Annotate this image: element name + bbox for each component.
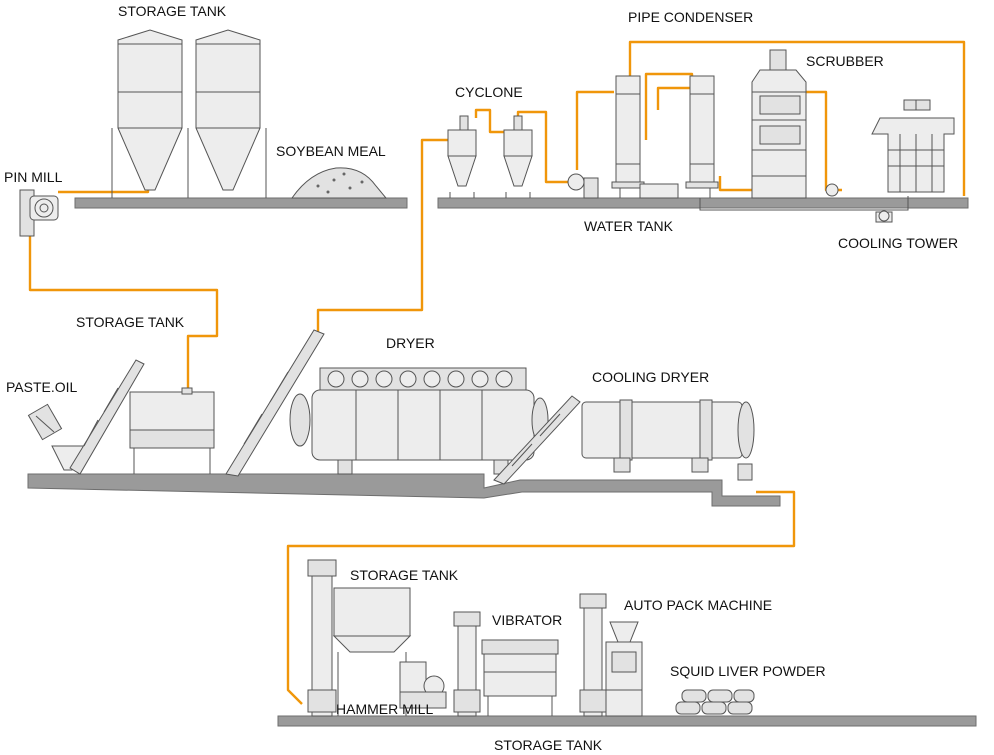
label-cyclone: CYCLONE — [455, 84, 523, 100]
middle-floor — [27, 473, 781, 507]
pipe-scrubber-to-tower — [806, 90, 842, 192]
cooling-tower-pump — [699, 196, 909, 223]
label-vibrator: VIBRATOR — [492, 612, 562, 628]
scrubber-pump — [825, 183, 839, 197]
label-cooling-dryer: COOLING DRYER — [592, 369, 709, 385]
storage-silos — [111, 29, 267, 198]
floor-platforms — [27, 197, 977, 727]
pipe-cooling-outlet — [286, 490, 796, 705]
label-pin-mill: PIN MILL — [4, 169, 63, 185]
label-auto-pack-machine: AUTO PACK MACHINE — [624, 597, 772, 613]
label-hammer-mill: HAMMER MILL — [336, 701, 433, 717]
label-water-tank: WATER TANK — [584, 218, 674, 234]
paste-oil-bag — [27, 403, 63, 441]
pipe-condenser-top-loop — [628, 40, 966, 196]
pipe-fan-to-condenser — [575, 90, 614, 170]
label-scrubber: SCRUBBER — [806, 53, 884, 69]
bucket-elevator-left — [307, 559, 337, 717]
pipe-to-scrubber — [718, 176, 752, 192]
auto-pack-machine — [605, 621, 643, 717]
top-right-floor — [437, 197, 969, 209]
pin-mill — [19, 189, 59, 237]
cyclones — [447, 115, 533, 198]
label-storage-tank-caption: STORAGE TANK — [494, 737, 603, 753]
storage-tank-bottom — [332, 587, 412, 716]
label-cooling-tower: COOLING TOWER — [838, 235, 958, 251]
label-storage-tank-middle: STORAGE TANK — [76, 314, 185, 330]
storage-tank-middle — [129, 387, 215, 474]
pipe-condenser-link — [644, 72, 694, 140]
pipe-cyclone-link — [474, 108, 506, 134]
screw-conveyor-cooling — [493, 395, 581, 485]
pipe-network — [28, 40, 966, 705]
soybean-meal-pile — [291, 167, 388, 199]
label-soybean-meal: SOYBEAN MEAL — [276, 143, 386, 159]
bucket-elevator-middle — [453, 611, 481, 717]
screw-conveyor-middle — [225, 329, 325, 477]
label-storage-tank-bottom: STORAGE TANK — [350, 567, 459, 583]
scrubber-tower — [751, 49, 807, 199]
blower-fan — [567, 173, 599, 199]
pipe-pinmill-to-silos — [58, 182, 150, 194]
label-pipe-condenser: PIPE CONDENSER — [628, 9, 753, 25]
vibrator-screen — [481, 639, 559, 716]
pipe-cyclone-to-fan — [516, 110, 572, 184]
cooling-tower — [871, 99, 955, 193]
cooling-dryer — [581, 399, 755, 481]
bottom-floor — [277, 715, 977, 727]
label-dryer: DRYER — [386, 335, 435, 351]
feed-hopper — [51, 445, 85, 471]
top-left-floor — [74, 197, 408, 209]
pipe-condensers — [611, 75, 719, 198]
rotary-dryer — [289, 367, 549, 475]
hammer-mill — [399, 661, 447, 709]
silo-right — [195, 29, 261, 191]
bucket-elevator-right — [579, 593, 607, 717]
diagram-labels: STORAGE TANK PIN MILL SOYBEAN MEAL CYCLO… — [4, 3, 958, 753]
screw-conveyor-left — [69, 359, 145, 475]
pipe-pinmill-to-storage — [28, 232, 219, 392]
label-paste-oil: PASTE.OIL — [6, 379, 78, 395]
silo-left — [117, 29, 183, 191]
squid-liver-powder-bags — [675, 689, 755, 715]
label-storage-tank-top: STORAGE TANK — [118, 3, 227, 19]
pipe-conveyor-to-cyclone — [316, 138, 448, 334]
label-squid-liver-powder: SQUID LIVER POWDER — [670, 663, 826, 679]
water-tank — [639, 183, 679, 199]
